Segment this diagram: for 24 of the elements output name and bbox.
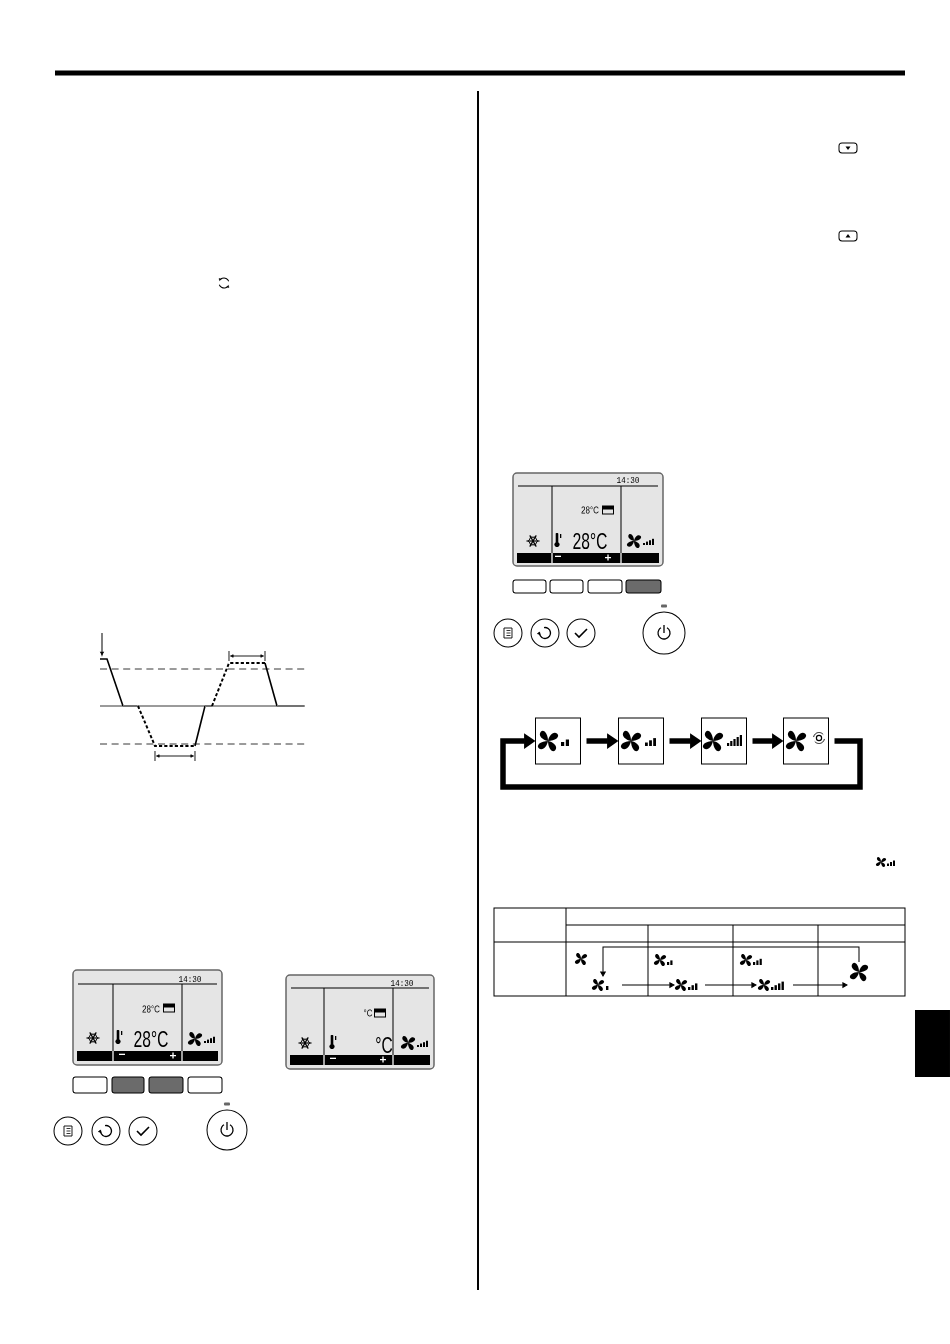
temperature-reading: 28°C (142, 1005, 160, 1013)
minus-sign: − (555, 555, 561, 557)
fan-icon (849, 962, 869, 982)
temperature-reading: 28°C (573, 532, 607, 550)
fan-speed-icon (591, 978, 609, 992)
temperature-reading: 28°C (134, 1030, 168, 1048)
temperature-reading: °C (376, 1036, 393, 1054)
temperature-reading: °C (364, 1009, 373, 1017)
clock-reading: 14:30 (179, 976, 201, 983)
plus-sign: + (605, 554, 611, 561)
plus-sign: + (170, 1052, 176, 1059)
arrow (792, 982, 848, 988)
arrow (500, 733, 863, 790)
minus-sign: − (330, 1057, 336, 1059)
plus-sign: + (380, 1056, 386, 1063)
fan-speed-icon (674, 978, 698, 992)
temperature-reading: 28°C (581, 506, 599, 514)
fan-speed-icon (757, 978, 784, 992)
clock-reading: 14:30 (391, 980, 413, 987)
clock-reading: 14:30 (617, 477, 639, 484)
arrow (704, 982, 757, 988)
arrow (600, 946, 860, 977)
minus-sign: − (119, 1053, 125, 1055)
arrow (621, 982, 675, 988)
